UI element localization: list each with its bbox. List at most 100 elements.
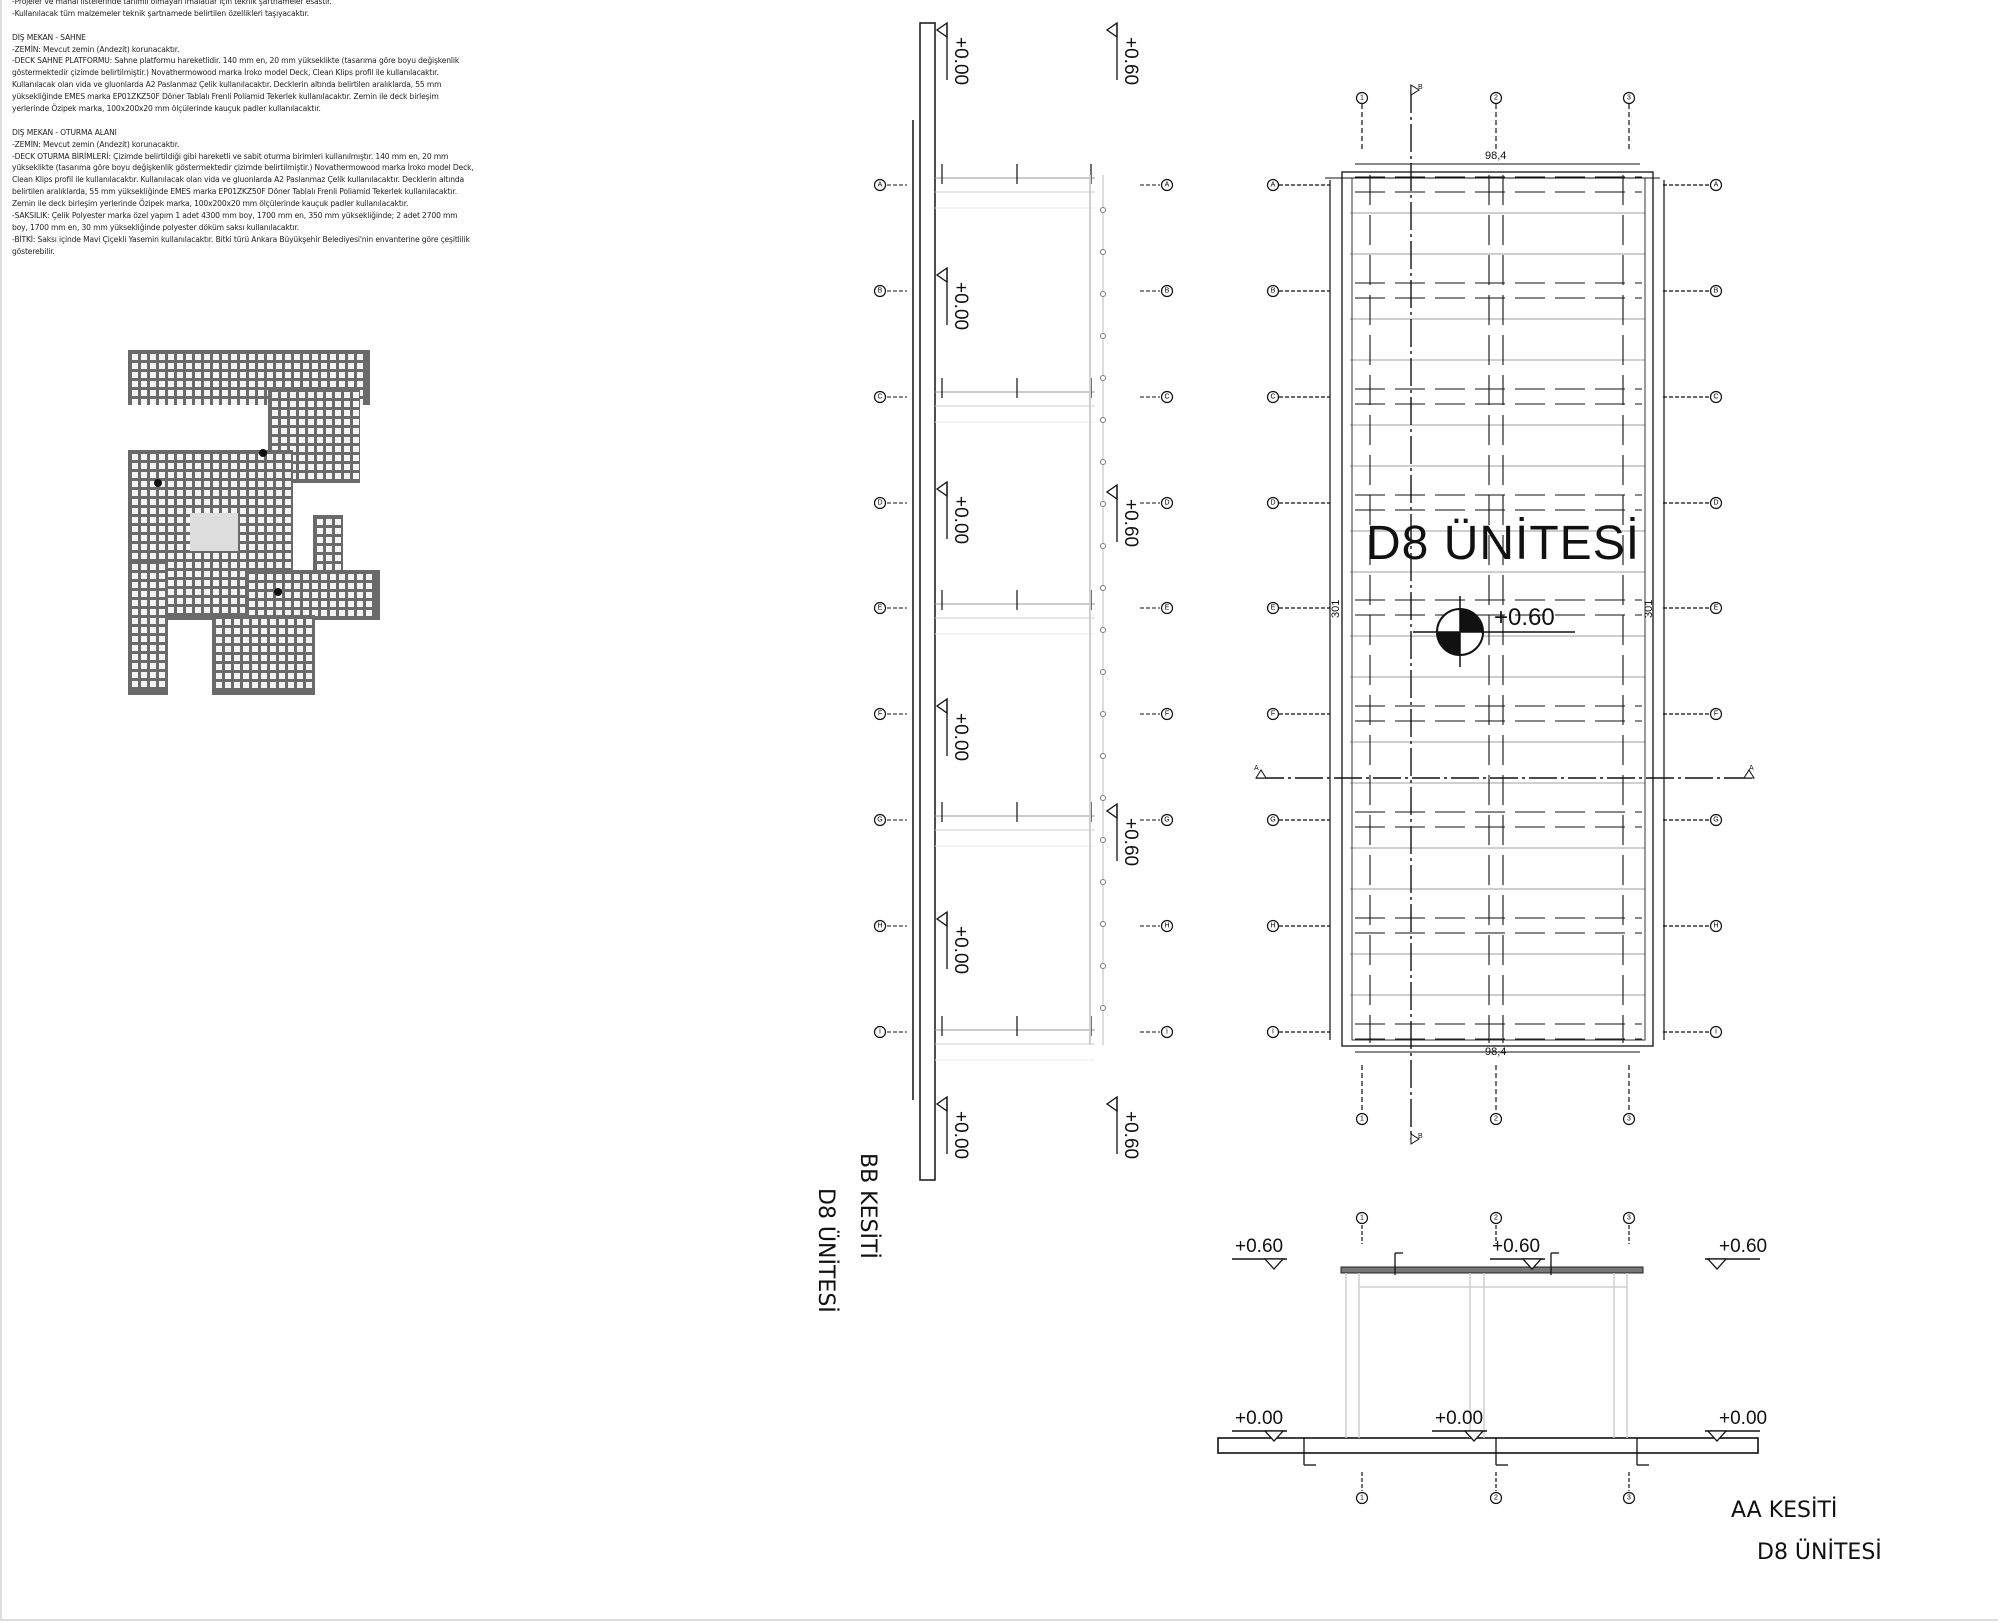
site-cell	[159, 582, 165, 588]
plan-length-dimension-right: 301	[1643, 599, 1655, 618]
site-cell	[186, 399, 192, 405]
site-cell	[330, 363, 336, 369]
site-cell	[231, 390, 237, 396]
bb-level-low-label: +0.00	[950, 37, 971, 86]
site-cell	[132, 399, 138, 405]
site-cell	[168, 526, 174, 532]
grid-bubble-circle	[1622, 91, 1636, 105]
site-cell	[270, 673, 276, 679]
site-cell	[150, 591, 156, 597]
site-cell	[249, 354, 255, 360]
site-cell	[177, 490, 183, 496]
site-cell	[141, 508, 147, 514]
technical-notes: -Projeler ve mahal listelerinde tanımlı …	[12, 0, 492, 258]
site-cell	[195, 354, 201, 360]
site-cell	[243, 619, 249, 625]
site-cell	[132, 681, 138, 687]
level-marker-quadrant	[1437, 632, 1460, 655]
site-cell	[290, 392, 296, 398]
bb-wheel-icon	[1100, 249, 1106, 255]
section-a-marker-right: A	[1749, 765, 1754, 772]
site-cell	[213, 454, 219, 460]
site-cell	[276, 454, 282, 460]
grid-bubble-label: C	[1713, 394, 1718, 401]
site-cell	[276, 499, 282, 505]
site-cell	[222, 454, 228, 460]
grid-bubble-label: E	[1271, 605, 1276, 612]
site-cell	[225, 646, 231, 652]
note-line: DIŞ MEKAN - SAHNE	[12, 32, 86, 42]
site-cell	[159, 609, 165, 615]
note-line: yerlerinde Özipek marka, 100x200x20 mm ö…	[12, 104, 321, 114]
grid-bubble-circle	[1355, 1491, 1369, 1505]
site-cell	[222, 372, 228, 378]
grid-bubble-circle	[1622, 1211, 1636, 1225]
plan-grid-bubble-right: E	[1709, 601, 1723, 615]
site-cell	[216, 664, 222, 670]
site-cell	[132, 381, 138, 387]
section-a-marker-left: A	[1254, 765, 1259, 772]
site-cell	[303, 610, 309, 616]
site-cell	[222, 589, 228, 595]
site-cell	[204, 399, 210, 405]
site-cell	[267, 490, 273, 496]
site-cell	[132, 582, 138, 588]
site-cell	[141, 582, 147, 588]
note-line: -ZEMİN: Mevcut zemin (Andezit) korunacak…	[12, 139, 180, 149]
bb-wheel-icon	[1100, 795, 1106, 801]
site-cell	[306, 637, 312, 643]
site-cell	[204, 472, 210, 478]
site-cell	[285, 553, 291, 559]
bb-grid-bubble-right: H	[1160, 919, 1174, 933]
site-cell	[204, 481, 210, 487]
site-cell	[290, 437, 296, 443]
site-cell	[243, 646, 249, 652]
site-cell	[141, 553, 147, 559]
site-cell	[204, 499, 210, 505]
site-cell	[330, 610, 336, 616]
site-cell	[240, 607, 246, 613]
site-cell	[276, 574, 282, 580]
site-cell	[258, 574, 264, 580]
plan-grid-bubble-left: E	[1266, 601, 1280, 615]
grid-bubble-label: I	[1272, 1029, 1274, 1036]
site-cell	[225, 655, 231, 661]
site-cell	[225, 619, 231, 625]
site-cell	[317, 392, 323, 398]
site-cell	[204, 562, 210, 568]
site-cell	[366, 574, 372, 580]
site-cell	[225, 637, 231, 643]
site-cell	[344, 419, 350, 425]
grid-bubble-label: E	[1714, 605, 1719, 612]
site-cell	[213, 562, 219, 568]
site-cell	[231, 399, 237, 405]
site-cell	[195, 607, 201, 613]
site-cell	[272, 437, 278, 443]
site-cell	[204, 508, 210, 514]
site-cell	[339, 610, 345, 616]
site-cell	[168, 499, 174, 505]
site-cell	[141, 600, 147, 606]
site-cell	[297, 619, 303, 625]
site-cell	[231, 381, 237, 387]
site-cell	[150, 508, 156, 514]
grid-bubble-circle	[873, 1025, 887, 1039]
note-line: -BİTKİ: Saksı içinde Mavi Çiçekli Yasemi…	[12, 234, 470, 244]
site-cell	[213, 571, 219, 577]
aa-level-low-right: +0.00	[1719, 1408, 1768, 1429]
site-cell	[150, 600, 156, 606]
plan-length-dimension-left: 301	[1330, 599, 1342, 618]
bb-level-high-triangle-icon	[1105, 21, 1118, 39]
site-cell	[213, 481, 219, 487]
site-cell	[177, 607, 183, 613]
site-cell	[276, 381, 282, 387]
site-cell	[132, 463, 138, 469]
site-cell	[132, 363, 138, 369]
site-cell	[177, 598, 183, 604]
site-cell	[231, 589, 237, 595]
site-cell	[276, 490, 282, 496]
site-cell	[186, 372, 192, 378]
site-cell	[213, 553, 219, 559]
site-cell	[177, 589, 183, 595]
grid-bubble-circle	[873, 496, 887, 510]
